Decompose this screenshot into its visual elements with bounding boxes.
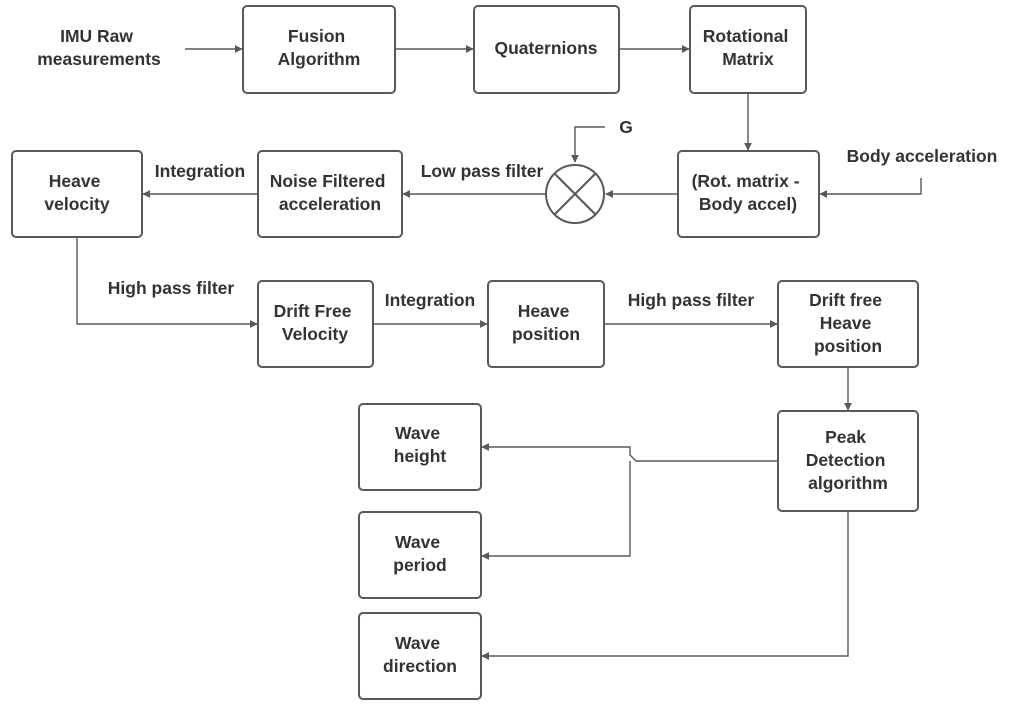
fusion-label: Fusion Algorithm xyxy=(278,26,361,69)
node-labels: Fusion Algorithm Quaternions Rotational … xyxy=(44,26,891,676)
arrow-heave-velocity-to-drift-free xyxy=(76,238,258,328)
box-peak-detection xyxy=(777,410,919,512)
rotational-matrix-label: Rotational Matrix xyxy=(703,26,793,69)
wave-period-label: Wave period xyxy=(393,532,446,575)
arrow-peak-to-wave-direction xyxy=(481,512,849,660)
wave-height-label: Wave height xyxy=(394,423,447,466)
high-pass-filter-label-1: High pass filter xyxy=(108,278,235,298)
arrow-gravity-to-junction xyxy=(571,126,605,163)
peak-detection-label: Peak Detection algorithm xyxy=(806,427,891,493)
imu-raw-label: IMU Raw measurements xyxy=(37,26,161,69)
noise-filtered-label: Noise Filtered acceleration xyxy=(270,171,391,214)
low-pass-filter-label: Low pass filter xyxy=(421,161,544,181)
edge-labels: IMU Raw measurements Body acceleration G… xyxy=(37,26,997,310)
arrow-peak-to-wave-period xyxy=(481,461,631,560)
box-wave-height xyxy=(358,403,482,491)
integration-label-1: Integration xyxy=(155,161,245,181)
summing-junction-icon xyxy=(545,164,605,224)
box-quaternions xyxy=(473,5,620,94)
box-wave-period xyxy=(358,511,482,599)
box-noise-filtered xyxy=(257,150,403,238)
box-heave-velocity xyxy=(11,150,143,238)
arrow-body-accel-to-rotminus xyxy=(819,178,922,198)
heave-velocity-label: Heave velocity xyxy=(44,171,109,214)
box-drift-free-velocity xyxy=(257,280,374,368)
box-fusion-algorithm xyxy=(242,5,396,94)
rot-minus-body-label: (Rot. matrix - Body accel) xyxy=(692,171,805,214)
body-acceleration-label: Body acceleration xyxy=(847,146,998,166)
box-wave-direction xyxy=(358,612,482,700)
arrow-peak-to-wave-height xyxy=(481,443,777,462)
connectors xyxy=(76,45,922,660)
box-drift-free-heave-position xyxy=(777,280,919,368)
box-heave-position xyxy=(487,280,605,368)
process-boxes xyxy=(11,5,919,700)
quaternions-label: Quaternions xyxy=(494,38,597,58)
heave-position-label: Heave position xyxy=(512,301,580,344)
high-pass-filter-label-2: High pass filter xyxy=(628,290,755,310)
drift-free-heave-position-label: Drift free Heave position xyxy=(809,290,887,356)
drift-free-velocity-label: Drift Free Velocity xyxy=(274,301,357,344)
integration-label-2: Integration xyxy=(385,290,475,310)
box-rot-minus-body xyxy=(677,150,820,238)
box-rotational-matrix xyxy=(689,5,807,94)
wave-direction-label: Wave direction xyxy=(383,633,457,676)
gravity-label: G xyxy=(619,117,633,137)
